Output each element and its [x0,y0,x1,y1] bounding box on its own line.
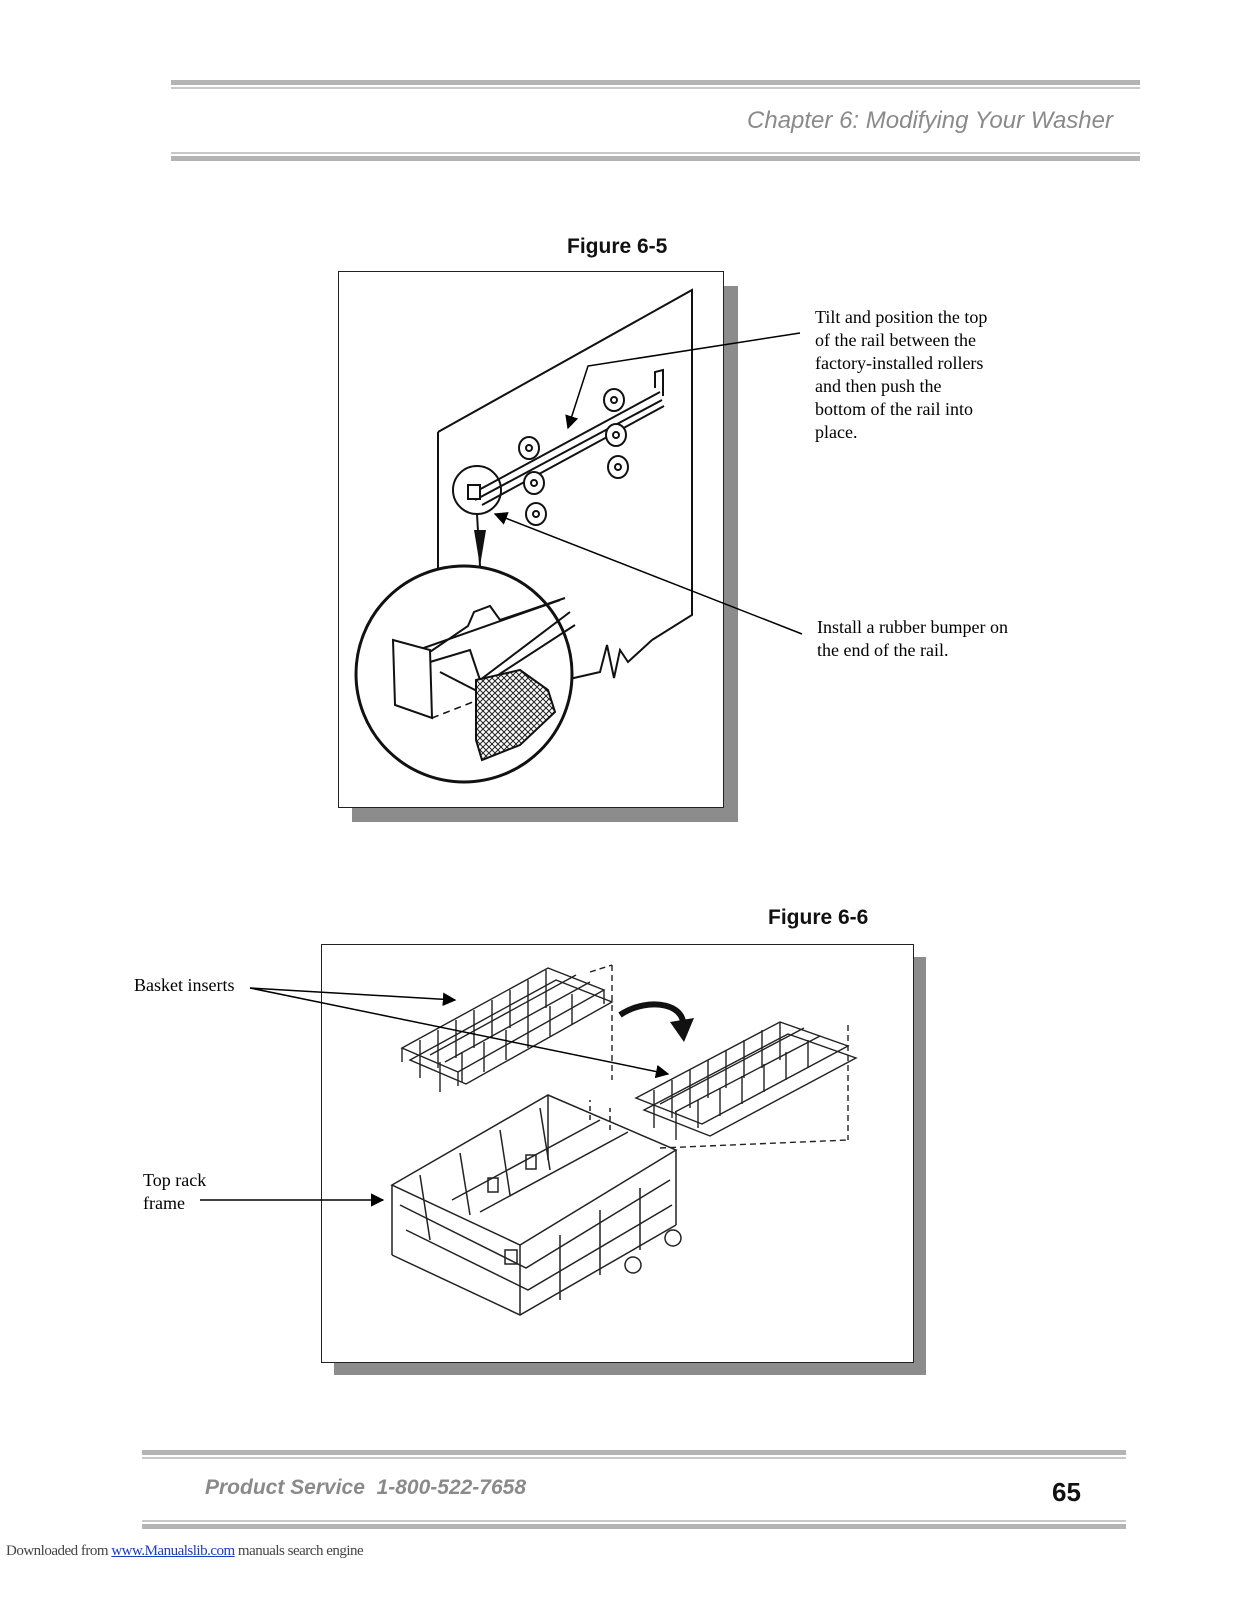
figure-6-6-frame [321,944,914,1363]
leader-basket-1 [249,987,457,1007]
download-line: Downloaded from www.Manualslib.com manua… [6,1543,364,1560]
footer-rule-top [142,1450,1126,1455]
figure-6-5-caption: Figure 6-5 [567,235,668,258]
callout-rail: Tilt and position the top of the rail be… [815,307,988,442]
download-suffix: manuals search engine [234,1543,364,1559]
basket-insert-right [634,1021,858,1149]
product-service-phone: Product Service 1-800-522-7658 [205,1476,527,1499]
factory-installed-rollers [518,388,629,526]
footer-rule-bottom-thin [142,1520,1126,1522]
manualslib-link[interactable]: www.Manualslib.com [111,1543,235,1559]
footer-rule-top-thin [142,1457,1126,1459]
top-rack-frame [390,1094,682,1316]
label-basket-inserts: Basket inserts [134,975,235,995]
leader-rail [565,332,801,430]
footer-rule-bottom [142,1524,1126,1529]
leader-basket-2 [249,987,670,1079]
header-rule-top [171,80,1140,85]
header-rule-bottom-thin [171,152,1140,154]
download-prefix: Downloaded from [6,1543,112,1559]
magnified-detail [354,564,576,784]
header-rule-bottom [171,156,1140,161]
figure-6-6-caption: Figure 6-6 [768,906,869,929]
label-top-rack-frame: Top rack frame [143,1170,207,1213]
basket-insert-left [400,964,614,1092]
page-number: 65 [1052,1477,1081,1507]
chapter-title: Chapter 6: Modifying Your Washer [747,107,1113,134]
tub-wall [437,288,693,681]
callout-bumper: Install a rubber bumper on the end of th… [817,617,1008,660]
rail [467,368,665,506]
header-rule-top-thin [171,87,1140,89]
leader-bumper [493,512,803,635]
